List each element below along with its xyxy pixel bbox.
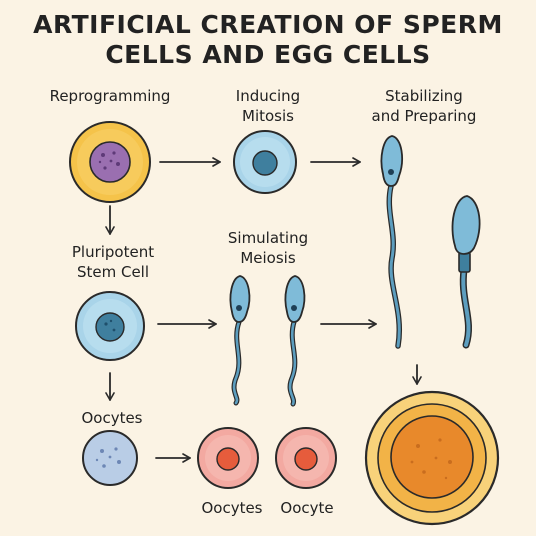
oocyte-precursor-cell [82, 430, 138, 486]
label-pluripotent-line-1: Pluripotent [71, 243, 155, 261]
title-line-2: CELLS AND EGG CELLS [105, 40, 431, 69]
oocyte-pink-1 [197, 427, 259, 489]
label-simulating-line-2: Meiosis [240, 249, 296, 267]
label-inducing-line-1: Inducing [235, 87, 301, 105]
pluripotent-stem-cell [75, 291, 145, 361]
title-line-1: ARTIFICIAL CREATION OF SPERM [33, 10, 503, 39]
oocyte-pink-2-nucleus [294, 447, 318, 471]
label-simulating-line-1: Simulating [227, 229, 309, 247]
reprogramming-nucleus [89, 141, 131, 183]
mitosis-cell [233, 130, 297, 194]
arrows [105, 157, 422, 463]
reprogramming-cell [69, 121, 151, 203]
label-oocytes-bottom: Oocytes [201, 499, 263, 517]
label-stabilizing: Stabilizing and Preparing [350, 86, 498, 126]
label-simulating: Simulating Meiosis [200, 228, 336, 268]
sperm-meiosis-2 [284, 275, 306, 407]
egg-cell-nucleus [390, 415, 474, 499]
label-stabilizing-line-1: Stabilizing [385, 87, 463, 105]
oocyte-pink-1-nucleus [216, 447, 240, 471]
sperm-stabilizing-small [380, 135, 403, 349]
sperm-stabilizing-large [451, 195, 481, 349]
sperm-meiosis-1 [229, 275, 251, 406]
label-pluripotent-line-2: Stem Cell [76, 263, 150, 281]
mitosis-nucleus [252, 150, 278, 176]
label-oocytes-left: Oocytes [81, 409, 143, 427]
label-oocyte-bottom: Oocyte [280, 499, 334, 517]
label-inducing-line-2: Mitosis [242, 107, 294, 125]
oocyte-pink-2 [275, 427, 337, 489]
label-pluripotent: Pluripotent Stem Cell [45, 242, 181, 282]
egg-cell-large [364, 390, 500, 526]
pluripotent-nucleus [95, 312, 125, 342]
label-inducing: Inducing Mitosis [200, 86, 336, 126]
label-reprogramming: Reprogramming [49, 87, 171, 105]
label-stabilizing-line-2: and Preparing [371, 107, 477, 125]
